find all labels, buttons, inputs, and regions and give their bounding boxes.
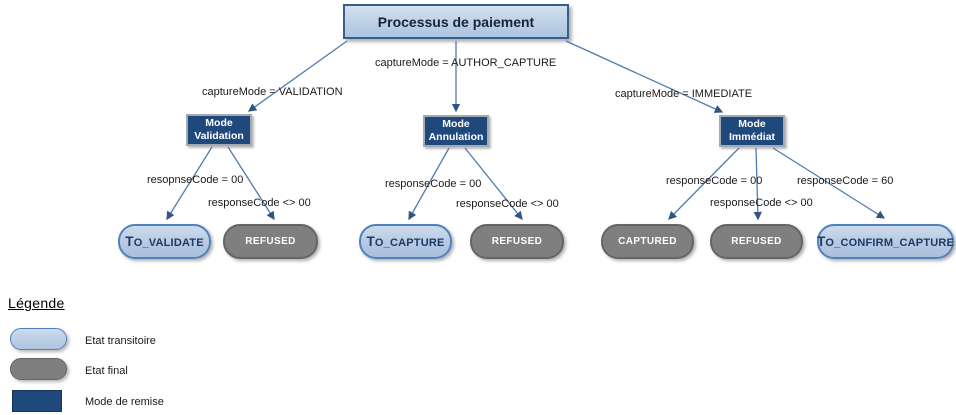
mode-box-immediat-line2: Immédiat [728, 131, 776, 143]
mode-box-immediat: Mode Immédiat [719, 115, 785, 147]
mode-box-validation-line2: Validation [194, 130, 244, 142]
state-label: REFUSED [491, 236, 543, 247]
branch-label-capturemode-validation: captureMode = VALIDATION [202, 86, 343, 98]
edge-immediat-refused [753, 147, 763, 221]
mode-box-annulation-line2: Annulation [428, 131, 484, 143]
legend-title: Légende [8, 295, 65, 311]
legend-swatch-final-pill [10, 358, 67, 380]
response-label-annulation-ko: responseCode <> 00 [456, 198, 559, 210]
legend-label-mode-de-remise: Mode de remise [85, 396, 164, 408]
root-node-label: Processus de paiement [377, 13, 535, 30]
legend-swatch-mode-rect [12, 390, 62, 412]
mode-box-annulation: Mode Annulation [423, 115, 489, 147]
legend-label-etat-transitoire: Etat transitoire [85, 335, 156, 347]
state-pill-refused-validation: REFUSED [223, 224, 318, 259]
response-label-validation-ko: responseCode <> 00 [208, 197, 311, 209]
state-pill-refused-immediat: REFUSED [710, 224, 803, 259]
response-label-validation-ok: resopnseCode = 00 [147, 174, 244, 186]
legend-swatch-transitory-pill [10, 328, 67, 350]
response-label-immediat-60: responseCode = 60 [797, 175, 894, 187]
edge-immediat-to-confirm-capture [772, 147, 886, 219]
edge-annulation-to-capture [408, 147, 450, 221]
root-node-processus-de-paiement: Processus de paiement [343, 4, 569, 39]
state-label: TO_VALIDATE [125, 234, 204, 249]
state-pill-to-validate: TO_VALIDATE [118, 224, 211, 259]
edge-annulation-refused [464, 147, 523, 220]
edge-immediat-captured [668, 147, 740, 220]
state-label: REFUSED [245, 236, 296, 247]
state-pill-refused-annulation: REFUSED [470, 224, 564, 259]
response-label-immediat-ko: responseCode <> 00 [710, 197, 813, 209]
branch-label-capturemode-immediate: captureMode = IMMEDIATE [615, 88, 753, 100]
edge-root-validation [247, 40, 348, 112]
state-label: TO_CONFIRM_CAPTURE [816, 234, 955, 249]
state-label: REFUSED [731, 236, 782, 247]
state-label: CAPTURED [618, 236, 677, 247]
state-pill-to-capture: TO_CAPTURE [359, 224, 452, 259]
state-pill-captured: CAPTURED [601, 224, 694, 259]
response-label-immediat-ok: responseCode = 00 [666, 175, 763, 187]
mode-box-annulation-line1: Mode [442, 117, 470, 130]
edge-validation-refused [227, 146, 275, 221]
branch-label-capturemode-author-capture: captureMode = AUTHOR_CAPTURE [375, 57, 557, 69]
edge-validation-to-validate [166, 146, 213, 221]
mode-box-immediat-line1: Mode [738, 117, 766, 130]
state-label: TO_CAPTURE [366, 234, 445, 249]
mode-box-validation-line1: Mode [205, 116, 233, 129]
response-label-annulation-ok: responseCode = 00 [385, 178, 482, 190]
legend-label-etat-final: Etat final [85, 365, 128, 377]
mode-box-validation: Mode Validation [186, 114, 252, 146]
state-pill-to-confirm-capture: TO_CONFIRM_CAPTURE [817, 224, 954, 259]
edge-root-immediat [565, 40, 724, 113]
